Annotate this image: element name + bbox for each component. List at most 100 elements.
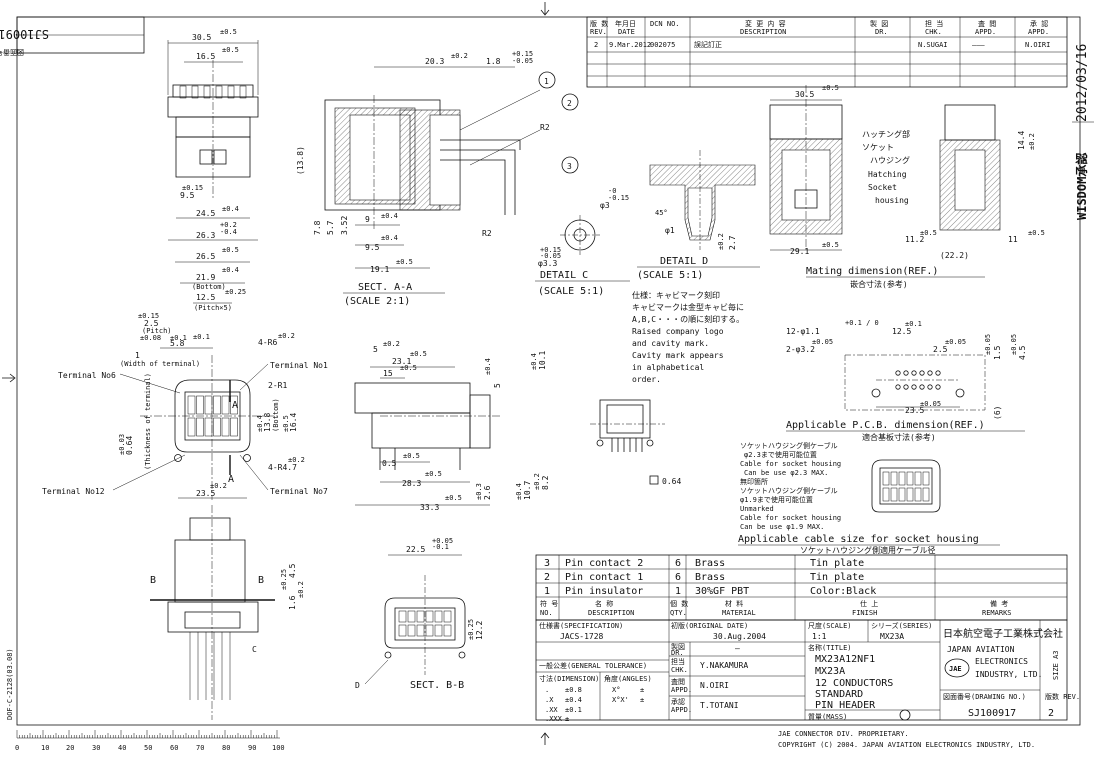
svg-text:PIN HEADER: PIN HEADER	[815, 700, 876, 711]
svg-text:NO.: NO.	[540, 609, 553, 617]
svg-text:QTY.: QTY.	[670, 609, 687, 617]
svg-text:1.8: 1.8	[486, 57, 501, 66]
svg-text:4.5: 4.5	[288, 563, 297, 578]
svg-text:名称(TITLE): 名称(TITLE)	[808, 643, 852, 652]
svg-text:R2: R2	[540, 123, 550, 132]
svg-text:24.5: 24.5	[196, 209, 215, 218]
svg-text:5.7: 5.7	[326, 220, 335, 235]
svg-text:符 号: 符 号	[540, 599, 558, 608]
jae-logo: JAE	[949, 665, 962, 673]
svg-text:33.3: 33.3	[420, 503, 439, 512]
svg-text:±0.4: ±0.4	[484, 358, 492, 375]
side-view: 23.1±0.5 5±0.2 15±0.5 5 ±0.4 10.1 ±0.4 0…	[354, 340, 550, 512]
jae-logo-mark	[944, 658, 970, 678]
svg-text:±0.2: ±0.2	[1028, 133, 1036, 150]
terminal-no1: Terminal No1	[270, 361, 328, 370]
drawing-frame	[16, 16, 1081, 726]
svg-text:28.3: 28.3	[402, 479, 421, 488]
svg-text:12-φ1.1: 12-φ1.1	[786, 327, 820, 336]
svg-text:CHK.: CHK.	[925, 28, 942, 36]
svg-text:23.5: 23.5	[196, 489, 215, 498]
svg-text:D: D	[355, 681, 360, 690]
svg-text:2-R1: 2-R1	[268, 381, 287, 390]
svg-text:3.52: 3.52	[340, 216, 349, 235]
svg-text:APPD.: APPD.	[975, 28, 996, 36]
svg-text:4-R4.7: 4-R4.7	[268, 463, 297, 472]
svg-text:in alphabetical: in alphabetical	[632, 363, 704, 372]
stamp-date: 2012/03/16	[1075, 44, 1090, 122]
svg-text:±0.2: ±0.2	[278, 332, 295, 340]
svg-text:-0.05: -0.05	[540, 252, 561, 260]
svg-text:30.Aug.2004: 30.Aug.2004	[713, 632, 766, 641]
svg-text:±0.5: ±0.5	[410, 350, 427, 358]
svg-text:A,B,C・・・の順に刻印する。: A,B,C・・・の順に刻印する。	[632, 314, 744, 324]
svg-text:(Pitch): (Pitch)	[142, 327, 172, 335]
svg-text:DESCRIPTION: DESCRIPTION	[740, 28, 786, 36]
svg-text:±0.15: ±0.15	[182, 184, 203, 192]
svg-text:30%GF PBT: 30%GF PBT	[695, 586, 749, 597]
svg-text:±0.4: ±0.4	[381, 212, 398, 220]
svg-text:±0.5: ±0.5	[822, 241, 839, 249]
svg-text:9.5: 9.5	[180, 191, 195, 200]
svg-text:製図: 製図	[671, 642, 685, 651]
svg-text:Hatching: Hatching	[868, 170, 907, 179]
svg-text:±: ±	[565, 715, 569, 723]
svg-text:23.5: 23.5	[905, 406, 924, 415]
svg-text:±0.8: ±0.8	[565, 686, 582, 694]
svg-text:(Bottom): (Bottom)	[192, 283, 226, 291]
svg-text:ハウジング: ハウジング	[870, 155, 910, 165]
svg-text:STANDARD: STANDARD	[815, 689, 863, 700]
svg-text:Mating dimension(REF.): Mating dimension(REF.)	[806, 266, 938, 277]
svg-text:Cable for socket housing: Cable for socket housing	[740, 460, 841, 468]
svg-text:SIZE A3: SIZE A3	[1052, 650, 1060, 680]
footer-line1: JAE CONNECTOR DIV. PROPRIETARY.	[778, 730, 909, 738]
svg-text:12.2: 12.2	[475, 621, 484, 640]
svg-text:担 当: 担 当	[925, 19, 943, 28]
svg-text:16.4: 16.4	[289, 413, 298, 432]
svg-text:±: ±	[640, 696, 644, 704]
svg-text:-0.1: -0.1	[432, 543, 449, 551]
detail-c: -0-0.15 φ3 +0.15-0.05 φ3.3 DETAIL C (SCA…	[535, 187, 630, 297]
rev-row-chk: N.SUGAI	[918, 41, 948, 49]
svg-text:DR.: DR.	[875, 28, 888, 36]
svg-text:15: 15	[383, 369, 393, 378]
svg-text:ソケットハウジング側適用ケーブル径: ソケットハウジング側適用ケーブル径	[800, 545, 936, 555]
bottom-center-mark	[540, 732, 550, 745]
svg-text:±0.5: ±0.5	[400, 364, 417, 372]
mating-dimension: 30.5±0.5 14.4 ±0.2 ハッチング部 ソケット ハウジング Hat…	[769, 84, 1045, 289]
svg-text:1: 1	[135, 351, 140, 360]
terminal-no12: Terminal No12	[42, 487, 105, 496]
svg-text:±0.5: ±0.5	[920, 229, 937, 237]
svg-text:and cavity mark.: and cavity mark.	[632, 339, 709, 348]
svg-text:13.8: 13.8	[263, 413, 272, 432]
svg-text:±0.4: ±0.4	[256, 415, 264, 432]
svg-text:±0.5: ±0.5	[282, 415, 290, 432]
svg-text:A: A	[228, 474, 234, 485]
svg-text:±0.05: ±0.05	[920, 400, 941, 408]
svg-text:備 考: 備 考	[990, 599, 1008, 608]
svg-text:APPD.: APPD.	[1028, 28, 1049, 36]
svg-text:+0.15: +0.15	[512, 50, 533, 58]
svg-text:29.1: 29.1	[790, 247, 809, 256]
svg-text:±0.5: ±0.5	[222, 246, 239, 254]
svg-text:φ2.3まで使用可能位置: φ2.3まで使用可能位置	[744, 450, 817, 459]
svg-text:10.1: 10.1	[538, 351, 547, 370]
svg-text:14.4: 14.4	[1017, 131, 1026, 150]
svg-text:角度(ANGLES): 角度(ANGLES)	[604, 674, 652, 683]
svg-text:2: 2	[544, 572, 550, 583]
svg-text:APPD.: APPD.	[671, 686, 692, 694]
svg-text:.XX: .XX	[545, 706, 558, 714]
svg-text:年月日: 年月日	[615, 19, 636, 28]
title-block: 仕様書(SPECIFICATION) JACS-1728 初版(ORIGINAL…	[535, 619, 1080, 723]
svg-text:19.1: 19.1	[370, 265, 389, 274]
svg-text:キャビマークは金型キャビ毎に: キャビマークは金型キャビ毎に	[632, 302, 744, 312]
svg-text:9: 9	[365, 215, 370, 224]
svg-text:C: C	[252, 645, 257, 654]
svg-text:材 料: 材 料	[725, 599, 743, 608]
svg-text:±0.2: ±0.2	[288, 456, 305, 464]
svg-text:ソケットハウジング側ケーブル: ソケットハウジング側ケーブル	[740, 441, 838, 450]
svg-text:90: 90	[248, 744, 256, 752]
svg-text:シリーズ(SERIES): シリーズ(SERIES)	[871, 621, 932, 630]
svg-text:(SCALE 5:1): (SCALE 5:1)	[538, 286, 604, 297]
